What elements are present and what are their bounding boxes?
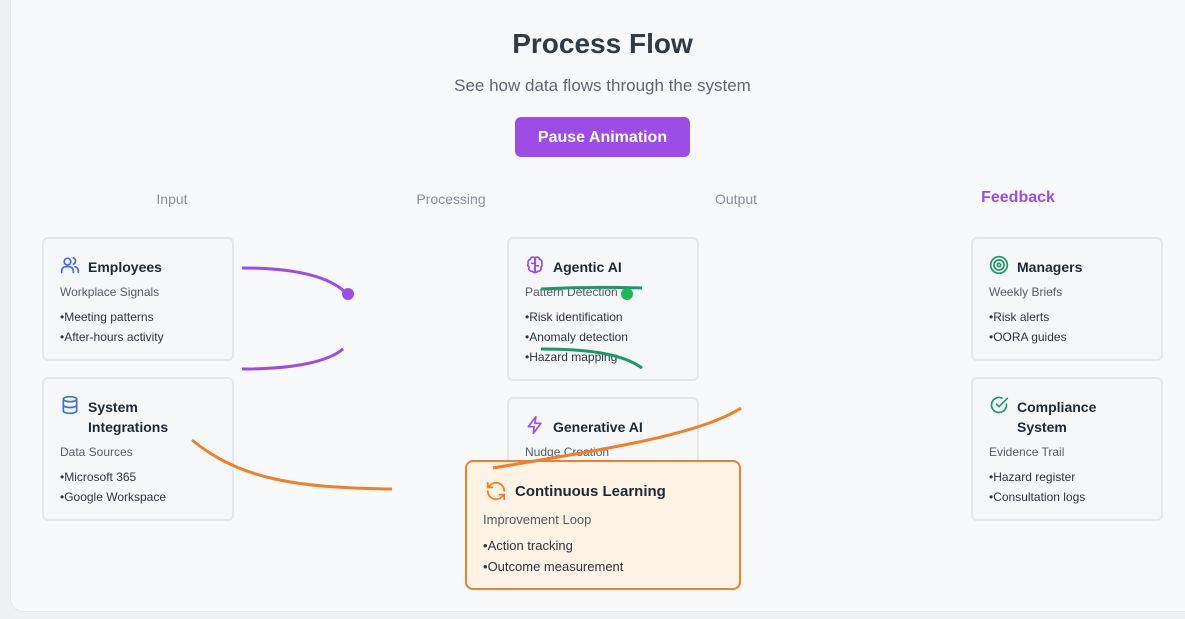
list-item: Google Workspace xyxy=(60,487,166,507)
generative-ai-subtitle: Nudge Creation xyxy=(525,445,610,459)
page-subtitle: See how data flows through the system xyxy=(454,76,751,95)
agentic-ai-list: Risk identification Anomaly detection Ha… xyxy=(525,307,628,367)
continuous-learning-title: Continuous Learning xyxy=(515,483,666,500)
generative-ai-title: Generative AI xyxy=(553,419,643,435)
employees-list: Meeting patterns After-hours activity xyxy=(60,307,164,347)
continuous-learning-card[interactable]: Continuous Learning Improvement Loop Act… xyxy=(465,460,741,590)
lightning-icon xyxy=(525,415,545,435)
system-integrations-list: Microsoft 365 Google Workspace xyxy=(60,467,166,507)
agentic-ai-title: Agentic AI xyxy=(553,259,622,275)
employees-title: Employees xyxy=(88,259,162,275)
pause-animation-button[interactable]: Pause Animation xyxy=(515,117,690,157)
list-item: Action tracking xyxy=(483,535,623,556)
list-item: Microsoft 365 xyxy=(60,467,166,487)
list-item: Outcome measurement xyxy=(483,556,624,577)
compliance-system-subtitle: Evidence Trail xyxy=(989,445,1065,459)
system-integrations-card[interactable]: System Integrations Data Sources Microso… xyxy=(42,377,234,521)
compliance-system-list: Hazard register Consultation logs xyxy=(989,467,1085,507)
list-item: Anomaly detection xyxy=(525,327,628,347)
column-header-processing: Processing xyxy=(416,191,486,207)
list-item: Hazard mapping xyxy=(525,347,628,367)
page-title: Process Flow xyxy=(512,28,693,59)
refresh-icon xyxy=(485,480,507,502)
managers-list: Risk alerts OORA guides xyxy=(989,307,1067,347)
list-item: Hazard register xyxy=(989,467,1085,487)
column-header-feedback: Feedback xyxy=(981,189,1055,206)
brain-icon xyxy=(525,255,545,275)
list-item: OORA guides xyxy=(989,327,1066,347)
list-item: Risk alerts xyxy=(989,307,1067,327)
managers-title: Managers xyxy=(1017,259,1083,275)
continuous-learning-list: Action tracking Outcome measurement xyxy=(483,535,624,577)
managers-subtitle: Weekly Briefs xyxy=(989,285,1063,299)
check-circle-icon xyxy=(989,395,1009,415)
agentic-ai-card[interactable]: Agentic AI Pattern Detection Risk identi… xyxy=(507,237,699,381)
continuous-learning-subtitle: Improvement Loop xyxy=(483,512,592,527)
target-icon xyxy=(989,255,1009,275)
system-integrations-title: System Integrations xyxy=(88,399,169,435)
users-icon xyxy=(60,255,80,275)
compliance-system-card[interactable]: Compliance System Evidence Trail Hazard … xyxy=(971,377,1163,521)
system-integrations-subtitle: Data Sources xyxy=(60,445,133,459)
database-icon xyxy=(60,395,80,415)
employees-subtitle: Workplace Signals xyxy=(60,285,160,299)
column-header-output: Output xyxy=(714,191,758,207)
list-item: After-hours activity xyxy=(60,327,163,347)
list-item: Consultation logs xyxy=(989,487,1085,507)
agentic-ai-subtitle: Pattern Detection xyxy=(525,285,618,299)
employees-card[interactable]: Employees Workplace Signals Meeting patt… xyxy=(42,237,234,361)
managers-card[interactable]: Managers Weekly Briefs Risk alerts OORA … xyxy=(971,237,1163,361)
list-item: Risk identification xyxy=(525,307,628,327)
list-item: Meeting patterns xyxy=(60,307,164,327)
compliance-system-title: Compliance System xyxy=(1017,399,1097,435)
column-header-input: Input xyxy=(156,191,188,207)
